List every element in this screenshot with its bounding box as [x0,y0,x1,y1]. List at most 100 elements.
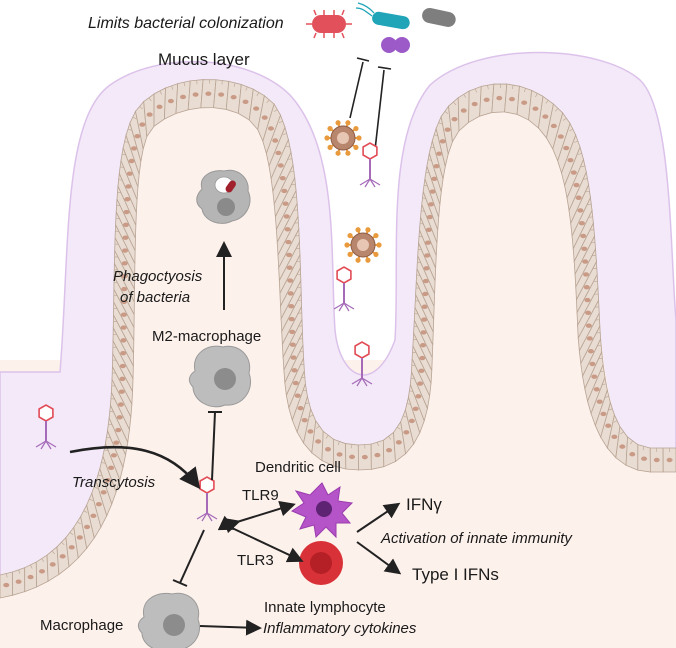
phage-mid [333,266,355,312]
microvillus [61,541,65,546]
activation-label: Activation of innate immunity [380,530,573,547]
epithelial-nucleus [123,209,130,215]
epithelial-nucleus [261,115,268,120]
microvillus [574,140,579,143]
epithelial-nucleus [395,440,402,445]
epithelial-nucleus [68,545,75,550]
epithelial-nucleus [307,429,314,434]
bacterium-gray [422,8,456,27]
epithelial-nucleus [267,126,274,131]
epithelial-nucleus [242,99,249,104]
microvillus [69,532,74,536]
inflammatory-label: Inflammatory cytokines [263,620,417,637]
epithelial-nucleus [284,227,291,232]
epithelial-nucleus [290,355,297,360]
microvillus [569,129,574,132]
epithelial-nucleus [180,94,187,100]
epithelial-nucleus [121,261,128,266]
tlr3-label: TLR3 [237,552,274,569]
phage-left [35,404,57,450]
epithelial-nucleus [573,182,580,188]
phage-head [362,142,378,160]
epithelial-nucleus [283,214,290,219]
microvillus [562,117,567,121]
epithelial-nucleus [315,439,322,444]
epithelial-nucleus [288,316,295,322]
microvillus [278,120,283,123]
epithelial-layer [0,79,676,599]
epithelial-nucleus [76,535,83,540]
epithelial-nucleus [412,406,419,411]
bacteria-group [306,2,456,53]
arrow-tlr3 [217,515,304,563]
epithelial-nucleus [583,272,590,277]
microvillus [127,128,132,131]
epithelial-nucleus [279,175,286,181]
virus-core [357,239,369,251]
microvillus [316,425,320,429]
epithelial-nucleus [508,96,515,102]
epithelial-nucleus [605,423,612,428]
phage-leg [359,178,371,186]
epithelial-nucleus [156,104,163,110]
epithelial-nucleus [324,447,331,452]
epithelial-nucleus [282,201,289,206]
phage-top [359,142,381,188]
bacterium-teal-flagella [355,2,375,17]
microvillus [124,141,129,143]
dendritic-cell [290,482,354,539]
phage-head [354,341,370,359]
microvillus [51,550,55,555]
microvillus [376,442,379,447]
phagocyte-cell [196,169,251,224]
epithelial-nucleus [567,157,574,163]
virus-2 [344,227,382,263]
microvillus [282,133,287,135]
epithelial-nucleus [287,291,294,296]
microvillus [30,564,33,569]
microvillus [438,122,443,125]
virus-spike-tip [355,257,361,263]
microvillus [101,462,106,464]
epithelial-nucleus [292,380,299,386]
microvillus [289,171,294,173]
microvillus [309,414,314,417]
epithelial-nucleus [593,387,600,392]
epithelial-nucleus [444,127,451,132]
microvillus [171,85,174,90]
virus-spike-tip [365,257,371,263]
epithelial-nucleus [146,112,153,117]
epithelial-nucleus [15,579,22,584]
epithelial-nucleus [423,266,430,271]
epithelial-nucleus [122,248,129,253]
epithelial-nucleus [426,214,433,220]
transcytosis-label: Transcytosis [72,474,156,491]
epithelial-nucleus [192,92,199,97]
microvillus [463,94,467,98]
epithelial-nucleus [121,299,128,305]
epithelial-nucleus [600,411,607,417]
epithelial-nucleus [483,97,490,102]
microvillus [642,446,645,451]
epithelial-nucleus [653,457,660,463]
microvillus [585,190,590,193]
epithelial-nucleus [591,374,598,379]
virus-spike-tip [345,120,351,126]
epithelial-nucleus [253,106,260,111]
epithelial-nucleus [557,134,564,139]
microvillus [474,88,477,93]
epithelial-nucleus [167,98,174,104]
phage-leg [364,178,371,188]
limits-label: Limits bacterial colonization [88,15,284,32]
virus-spike-tip [327,144,333,151]
epithelial-nucleus [408,418,415,424]
epithelial-nucleus [301,417,308,423]
virus-spike-tip [347,232,353,239]
epithelial-nucleus [230,94,237,100]
microvillus [325,435,329,439]
epithelial-nucleus [95,502,102,507]
phage-leg [45,440,57,448]
microvillus [77,521,81,525]
arrow-transcytosis [69,445,201,490]
phage-leg [333,302,345,310]
